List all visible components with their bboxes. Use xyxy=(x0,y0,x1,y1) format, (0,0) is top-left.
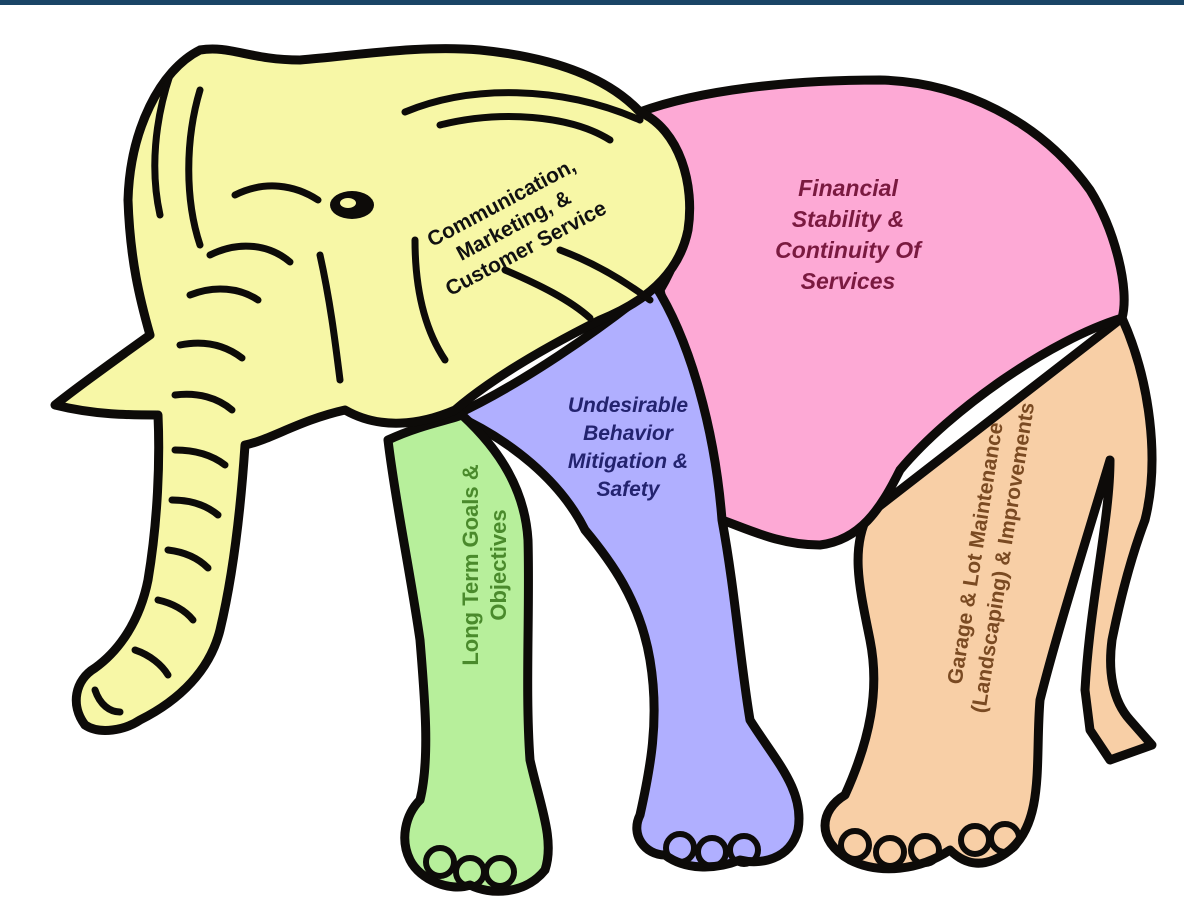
torso-label: Financial Stability & Continuity Of Serv… xyxy=(775,175,923,294)
torso-label-line-3: Continuity Of xyxy=(775,237,923,263)
eye-highlight xyxy=(340,198,356,208)
mid-leg-label-line-4: Safety xyxy=(596,478,660,501)
mid-leg-label-line-3: Mitigation & xyxy=(568,450,688,473)
mid-leg-label-line-2: Behavior xyxy=(583,422,675,445)
mid-leg-label-line-1: Undesirable xyxy=(568,394,689,417)
mid-leg-label: Undesirable Behavior Mitigation & Safety xyxy=(568,394,689,501)
torso-label-line-4: Services xyxy=(801,268,896,294)
head-region xyxy=(50,44,695,735)
head-details xyxy=(91,71,654,716)
front-leg-label: Long Term Goals & Objectives xyxy=(458,464,511,665)
front-leg-label-line-1: Long Term Goals & xyxy=(458,464,483,665)
mid-leg-region xyxy=(450,280,804,872)
back-legs-region xyxy=(820,313,1157,874)
torso-label-line-1: Financial xyxy=(798,175,898,201)
front-leg-label-line-2: Objectives xyxy=(486,509,511,620)
toes xyxy=(423,821,1022,889)
front-leg-region xyxy=(383,410,553,896)
top-frame-bar xyxy=(0,0,1184,5)
torso-label-line-2: Stability & xyxy=(792,206,904,232)
